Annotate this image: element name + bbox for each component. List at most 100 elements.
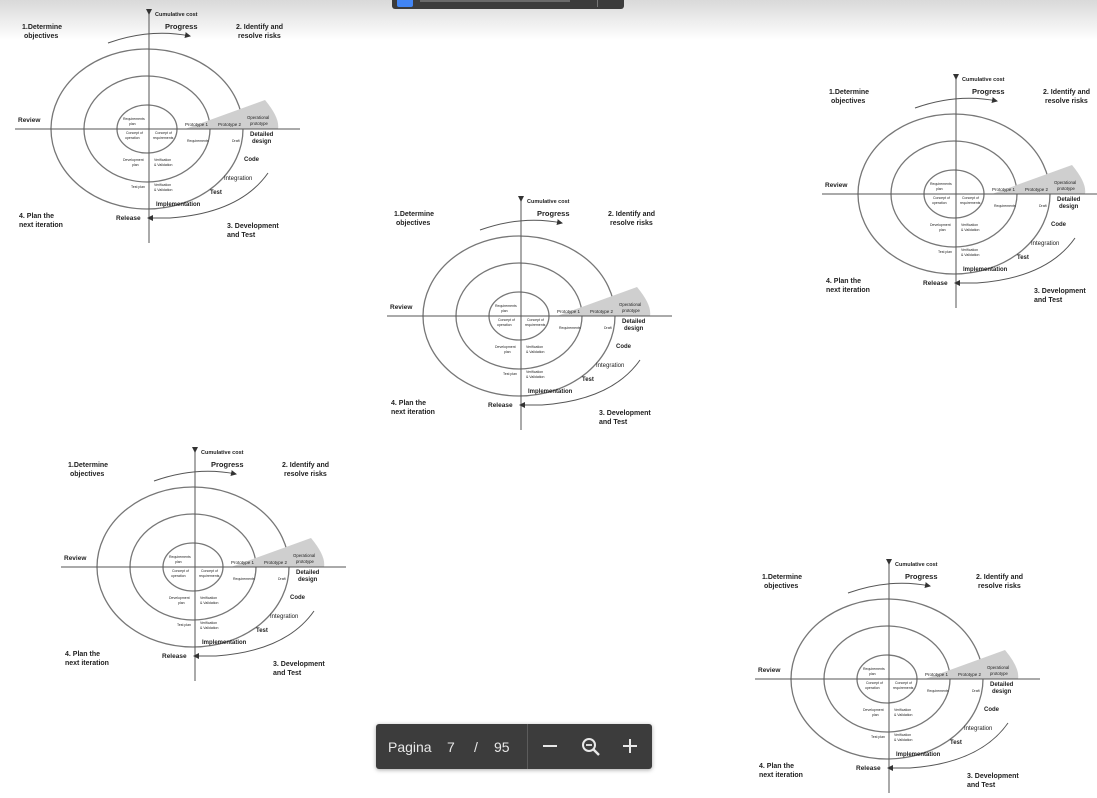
page-separator: / — [474, 739, 478, 755]
requirements-plan-label-line1: Requirements — [169, 555, 191, 559]
operational-prototype-label-line2: prototype — [990, 671, 1009, 676]
minus-icon — [543, 745, 557, 747]
prototype-1-label: Prototype 1 — [557, 309, 581, 314]
test-plan-label: Test plan — [131, 185, 145, 189]
plan-next-iteration-label-line1: 4. Plan the — [759, 763, 794, 770]
determine-objectives-label-line2: objectives — [764, 583, 798, 590]
identify-risks-label-line2: resolve risks — [610, 220, 653, 227]
verification-validation-2-label-line1: Verification — [154, 183, 171, 187]
document-toolbar — [392, 0, 624, 9]
concept-requirements-label-line1: Concept of — [201, 569, 218, 573]
development-plan-label-line1: Development — [123, 158, 144, 162]
operational-prototype-label-line1: Operational — [987, 665, 1009, 670]
development-test-label-line2: and Test — [967, 782, 996, 789]
test-plan-label: Test plan — [503, 372, 517, 376]
identify-risks-label-line1: 2. Identify and — [282, 462, 329, 469]
concept-operation-label-line2: operation — [932, 201, 947, 205]
verification-validation-2-label-line1: Verification — [526, 370, 543, 374]
current-page-number[interactable]: 7 — [447, 739, 455, 755]
requirements-plan-label-line2: plan — [936, 187, 943, 191]
magnifier-minus-icon — [582, 738, 600, 756]
release-label: Release — [488, 402, 513, 409]
determine-objectives-label-line1: 1.Determine — [394, 211, 434, 218]
requirements-plan-label-line1: Requirements — [863, 667, 885, 671]
identify-risks-label-line2: resolve risks — [238, 33, 281, 40]
cumulative-cost-label: Cumulative cost — [155, 12, 198, 18]
detailed-design-label-line1: Detailed — [622, 319, 646, 325]
identify-risks-label-line2: resolve risks — [284, 471, 327, 478]
toolbar-app-icon[interactable] — [397, 0, 413, 7]
development-test-label-line1: 3. Development — [599, 410, 651, 417]
concept-requirements-label-line2: requirements — [525, 323, 546, 327]
development-test-label-line1: 3. Development — [273, 661, 325, 668]
draft-label: Draft — [278, 577, 286, 581]
implementation-label: Implementation — [528, 389, 573, 395]
draft-label: Draft — [604, 326, 612, 330]
requirements-plan-label-line2: plan — [501, 309, 508, 313]
prototype-2-label: Prototype 2 — [590, 309, 614, 314]
plus-icon — [623, 739, 637, 753]
requirements-plan-label-line1: Requirements — [495, 304, 517, 308]
detailed-design-label-line2: design — [1059, 204, 1079, 210]
verification-validation-1-label-line1: Verification — [154, 158, 171, 162]
determine-objectives-label-line1: 1.Determine — [68, 462, 108, 469]
toolbar-document-title — [420, 0, 570, 2]
identify-risks-label-line1: 2. Identify and — [1043, 89, 1090, 96]
determine-objectives-label-line1: 1.Determine — [762, 574, 802, 581]
code-label: Code — [290, 595, 306, 601]
spiral-model-diagram-2: Cumulative cost Progress 1.Determine obj… — [387, 196, 672, 430]
test-label: Test — [210, 190, 222, 196]
verification-validation-1-label-line1: Verification — [894, 708, 911, 712]
progress-label: Progress — [972, 87, 1005, 96]
zoom-fit-button[interactable] — [573, 724, 607, 769]
concept-requirements-label-line1: Concept of — [895, 681, 912, 685]
plan-next-iteration-label-line2: next iteration — [391, 409, 435, 416]
development-plan-label-line1: Development — [930, 223, 951, 227]
requirements-plan-label-line1: Requirements — [930, 182, 952, 186]
determine-objectives-label-line2: objectives — [396, 220, 430, 227]
operational-prototype-label-line2: prototype — [622, 308, 641, 313]
concept-requirements-label-line2: requirements — [199, 574, 220, 578]
integration-label: Integration — [964, 726, 992, 732]
cumulative-cost-label: Cumulative cost — [201, 450, 244, 456]
cumulative-cost-label: Cumulative cost — [895, 562, 938, 568]
integration-label: Integration — [1031, 241, 1059, 247]
progress-label: Progress — [211, 460, 244, 469]
prototype-1-label: Prototype 1 — [992, 187, 1016, 192]
prototype-risk-wedge — [925, 650, 1019, 679]
test-label: Test — [582, 377, 594, 383]
concept-requirements-label-line2: requirements — [893, 686, 914, 690]
release-label: Release — [162, 653, 187, 660]
concept-operation-label-line1: Concept of — [866, 681, 883, 685]
concept-operation-label-line1: Concept of — [172, 569, 189, 573]
operational-prototype-label-line2: prototype — [296, 559, 315, 564]
prototype-risk-wedge — [992, 165, 1086, 194]
development-test-label-line2: and Test — [599, 419, 628, 426]
development-plan-label-line1: Development — [495, 345, 516, 349]
zoom-in-button[interactable] — [613, 724, 647, 769]
verification-validation-1-label-line1: Verification — [526, 345, 543, 349]
plan-next-iteration-label-line1: 4. Plan the — [19, 213, 54, 220]
development-test-label-line1: 3. Development — [1034, 288, 1086, 295]
test-plan-label: Test plan — [938, 250, 952, 254]
prototype-1-label: Prototype 1 — [925, 672, 949, 677]
verification-validation-2-label-line2: & Validation — [200, 626, 218, 630]
identify-risks-label-line1: 2. Identify and — [976, 574, 1023, 581]
plan-next-iteration-label-line2: next iteration — [826, 287, 870, 294]
spiral-model-diagram-5: Cumulative cost Progress 1.Determine obj… — [755, 559, 1040, 793]
implementation-label: Implementation — [202, 640, 247, 646]
concept-requirements-label-line2: requirements — [153, 136, 174, 140]
operational-prototype-label-line2: prototype — [1057, 186, 1076, 191]
draft-label: Draft — [232, 139, 240, 143]
prototype-2-label: Prototype 2 — [958, 672, 982, 677]
requirements-label: Requirements — [559, 326, 581, 330]
prototype-risk-wedge — [557, 287, 651, 316]
prototype-1-label: Prototype 1 — [185, 122, 209, 127]
cumulative-cost-label: Cumulative cost — [527, 199, 570, 205]
operational-prototype-label-line2: prototype — [250, 121, 269, 126]
review-label: Review — [64, 555, 87, 562]
concept-operation-label-line1: Concept of — [126, 131, 143, 135]
detailed-design-label-line1: Detailed — [296, 570, 320, 576]
zoom-out-button[interactable] — [533, 724, 567, 769]
concept-operation-label-line2: operation — [497, 323, 512, 327]
